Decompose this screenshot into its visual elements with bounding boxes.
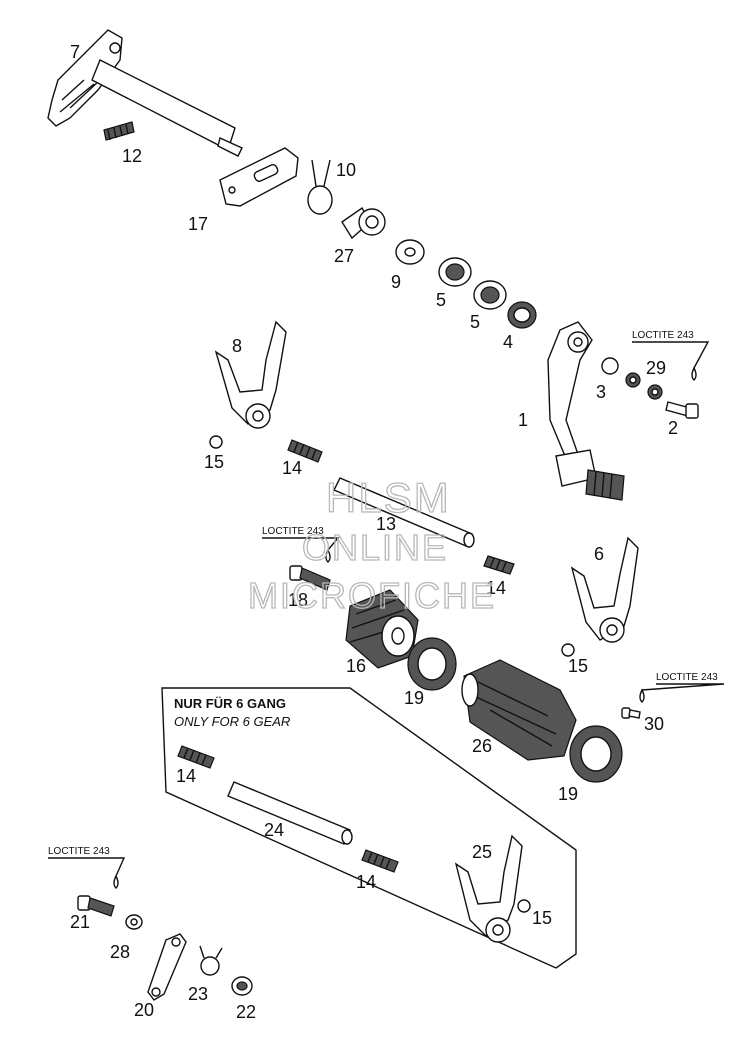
loctite-leader-top-right: [632, 341, 710, 369]
loctite-leader-mid-left: [262, 537, 340, 551]
part-label-17: 17: [188, 214, 208, 234]
part-label-13: 13: [376, 514, 396, 534]
six-gear-title-de: NUR FÜR 6 GANG: [174, 696, 286, 711]
part-label-5b: 5: [470, 312, 480, 332]
part-label-2: 2: [668, 418, 678, 438]
seal-part-4: [507, 301, 537, 329]
part-label-23: 23: [188, 984, 208, 1004]
part-label-15c: 15: [532, 908, 552, 928]
pin-part-15c: [517, 899, 531, 913]
shift-drum-part-26: [461, 659, 577, 761]
part-label-20: 20: [134, 1000, 154, 1020]
roller-part-27: [341, 206, 386, 240]
part-label-6: 6: [594, 544, 604, 564]
pin-part-15a: [209, 435, 223, 449]
part-label-10: 10: [336, 160, 356, 180]
part-label-18: 18: [288, 590, 308, 610]
loctite-label-mid-left: LOCTITE 243: [262, 526, 324, 537]
loctite-drop-mid-left: [325, 548, 331, 563]
six-gear-title-en: ONLY FOR 6 GEAR: [174, 714, 290, 729]
bolt-part-21: [77, 895, 115, 917]
shift-fork-part-8: [214, 320, 287, 429]
part-label-8: 8: [232, 336, 242, 356]
rod-part-13: [333, 477, 475, 548]
part-label-3: 3: [596, 382, 606, 402]
part-label-27: 27: [334, 246, 354, 266]
part-label-30: 30: [644, 714, 664, 734]
loctite-drop-bottom-left: [113, 874, 119, 889]
shift-shaft-part-7: [47, 29, 243, 157]
part-label-14a: 14: [282, 458, 302, 478]
watermark-line-3: MICROFICHE: [248, 575, 496, 616]
part-label-19a: 19: [404, 688, 424, 708]
pin-part-15b: [561, 643, 575, 657]
roller-part-22: [231, 976, 253, 996]
part-label-9: 9: [391, 272, 401, 292]
washer-part-3: [601, 357, 619, 375]
bushing-part-5a: [438, 257, 472, 287]
watermark-line-1: HLSM: [326, 474, 451, 521]
bolt-part-30: [621, 707, 641, 719]
part-label-14c: 14: [176, 766, 196, 786]
rod-part-24: [227, 781, 353, 845]
bolt-part-18: [289, 565, 331, 591]
loctite-drop-mid-right: [639, 688, 645, 703]
washer-part-28: [125, 914, 143, 930]
part-label-24: 24: [264, 820, 284, 840]
bearing-part-19a: [407, 637, 457, 691]
torsion-spring-part-23: [199, 945, 223, 976]
spring-part-14a: [287, 439, 323, 463]
spring-part-14c: [177, 745, 215, 769]
bushing-part-5b: [473, 280, 507, 310]
part-label-4: 4: [503, 332, 513, 352]
part-label-12: 12: [122, 146, 142, 166]
part-label-29: 29: [646, 358, 666, 378]
part-label-16: 16: [346, 656, 366, 676]
part-label-15a: 15: [204, 452, 224, 472]
part-label-22: 22: [236, 1002, 256, 1022]
clip-part-10: [307, 159, 333, 215]
part-label-21: 21: [70, 912, 90, 932]
loctite-leader-mid-right: [641, 683, 725, 691]
spring-part-14d: [361, 849, 399, 873]
loctite-label-bottom-left: LOCTITE 243: [48, 846, 110, 857]
washer-part-9: [395, 239, 425, 265]
part-label-25: 25: [472, 842, 492, 862]
part-label-15b: 15: [568, 656, 588, 676]
part-label-5a: 5: [436, 290, 446, 310]
shift-fork-part-25: [454, 834, 523, 943]
part-label-28: 28: [110, 942, 130, 962]
part-label-14d: 14: [356, 872, 376, 892]
spring-part-12: [103, 121, 135, 141]
lockwasher-part-29: [625, 372, 663, 400]
loctite-leader-bottom-left: [48, 857, 126, 877]
plate-part-17: [219, 147, 299, 207]
loctite-label-top-right: LOCTITE 243: [632, 330, 694, 341]
loctite-drop-top-right: [691, 366, 697, 381]
bearing-part-19b: [569, 725, 623, 783]
part-label-19b: 19: [558, 784, 578, 804]
part-label-26: 26: [472, 736, 492, 756]
lever-arm-part-20: [147, 933, 187, 1001]
shift-fork-part-6: [570, 536, 639, 643]
spring-part-14b: [483, 555, 515, 575]
watermark-line-2: ONLINE: [302, 527, 448, 568]
bolt-part-2: [665, 401, 699, 419]
part-label-1: 1: [518, 410, 528, 430]
shift-drum-cam-part-16: [345, 589, 419, 669]
part-label-7: 7: [70, 42, 80, 62]
part-label-14b: 14: [486, 578, 506, 598]
six-gear-only-frame: [161, 687, 577, 969]
shift-lever-part-1: [547, 321, 625, 501]
loctite-label-mid-right: LOCTITE 243: [656, 672, 718, 683]
